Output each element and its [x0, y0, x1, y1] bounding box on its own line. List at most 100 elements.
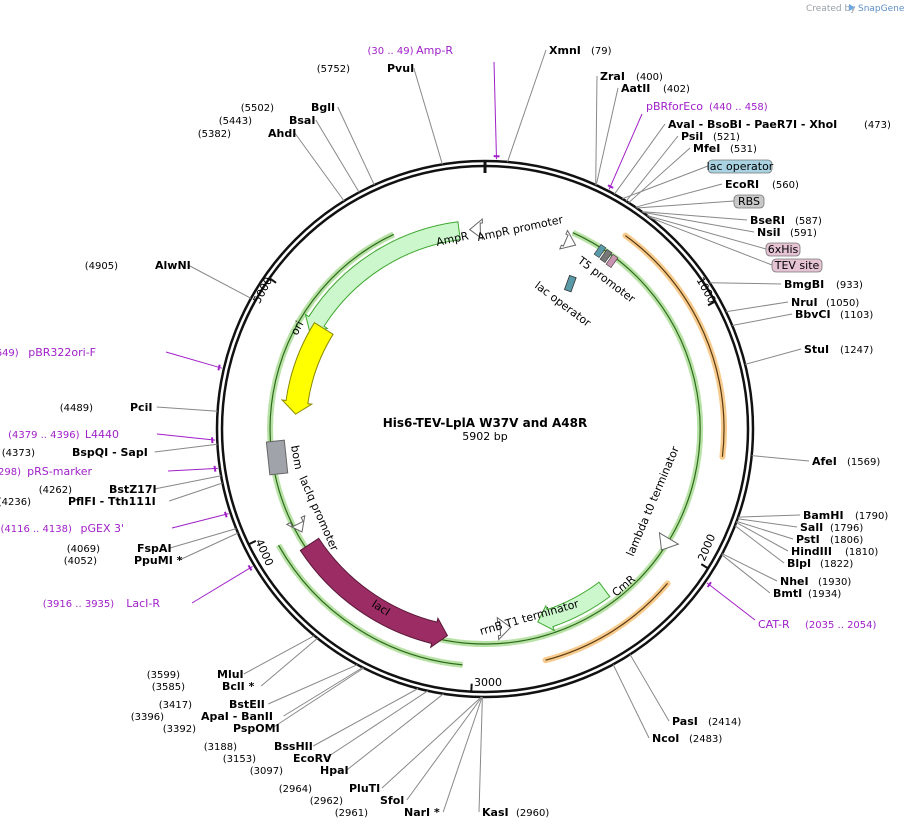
site-pvui[interactable]: PvuI(5752) — [317, 62, 414, 75]
site-leader — [156, 406, 218, 412]
site-ppumi[interactable]: PpuMI *(4052) — [64, 554, 183, 567]
site-bbvci[interactable]: BbvCI(1103) — [795, 308, 873, 321]
badge-box — [707, 159, 773, 174]
site-name: BmgBI — [784, 278, 824, 291]
T5-promoter-arrow[interactable] — [558, 229, 577, 250]
scale-tick — [268, 277, 277, 284]
site-leader — [751, 455, 810, 462]
site-position: (933) — [836, 280, 863, 291]
badge-tev-site[interactable]: TEV site — [771, 258, 823, 273]
site-leader — [346, 693, 444, 771]
site-ncoi[interactable]: NcoI(2483) — [652, 732, 722, 745]
ori-arrow[interactable] — [280, 322, 334, 415]
laci-arrow[interactable] — [299, 537, 449, 649]
insert-element-box — [605, 253, 619, 269]
site-bsai[interactable]: BsaI(5443) — [219, 114, 316, 127]
site-name: PflFI - Tth111I — [68, 495, 156, 508]
primer-range: (3916 .. 3935) — [43, 599, 115, 610]
site-name: MluI — [217, 668, 244, 681]
lac-operator-box[interactable] — [563, 274, 577, 293]
site-pasi[interactable]: PasI(2414) — [672, 715, 741, 728]
site-pcii[interactable]: PciI(4489) — [60, 401, 153, 414]
site-position: (3188) — [204, 742, 237, 753]
site-nsii[interactable]: NsiI(591) — [757, 226, 817, 239]
site-blpi[interactable]: BlpI(1822) — [787, 557, 853, 570]
site-bcli[interactable]: BclI *(3585) — [152, 680, 255, 693]
site-position: (521) — [713, 132, 740, 143]
site-apai-banii[interactable]: ApaI - BanII(3396) — [131, 710, 273, 723]
badge-lac-operator[interactable]: lac operator — [707, 159, 774, 174]
primer-l4440[interactable]: L4440(4379 .. 4396) — [8, 428, 119, 441]
site-sfoi[interactable]: SfoI(2962) — [310, 794, 405, 807]
site-ecorv[interactable]: EcoRV(3153) — [223, 752, 332, 765]
site-leader — [260, 637, 318, 687]
site-bmgbi[interactable]: BmgBI (933) — [784, 278, 863, 291]
site-pflfi-tth111i[interactable]: PflFI - Tth111I(4236) — [0, 495, 156, 508]
rrnb-terminator-arrow[interactable] — [496, 616, 512, 641]
site-hindiii[interactable]: HindIII(1810) — [791, 545, 878, 558]
primer-name: pRS-marker — [27, 465, 92, 478]
site-name: BstEII — [229, 698, 265, 711]
site-bstz17i[interactable]: BstZ17I(4262) — [39, 483, 157, 496]
ampr-promoter-arrow[interactable] — [468, 217, 484, 241]
lambda-terminator-arrow[interactable] — [658, 531, 680, 551]
site-zrai[interactable]: ZraI(400) — [600, 70, 663, 83]
cmr-arrow[interactable] — [537, 581, 611, 632]
site-bspqi-sapi[interactable]: BspQI - SapI(4373) — [2, 446, 148, 459]
badge-box — [765, 242, 801, 257]
site-leader — [738, 514, 801, 518]
primer-pgex-3[interactable]: pGEX 3'(4116 .. 4138) — [0, 522, 124, 535]
primer-pbrforeco[interactable]: pBRforEco(440 .. 458) — [646, 100, 768, 113]
site-bsshii[interactable]: BssHII(3188) — [204, 740, 313, 753]
site-leader — [442, 696, 483, 813]
site-ahdi[interactable]: AhdI(5382) — [198, 127, 297, 140]
primer-pbr322ori-f[interactable]: pBR322ori-F(4630 .. 4649) — [0, 346, 96, 359]
site-psti[interactable]: PstI(1806) — [796, 533, 863, 546]
site-nhei[interactable]: NheI(1930) — [780, 575, 851, 588]
site-sali[interactable]: SalI(1796) — [800, 521, 863, 534]
site-psii[interactable]: PsiI(521) — [681, 130, 740, 143]
site-kasi[interactable]: KasI(2960) — [482, 806, 549, 819]
site-name: XmnI — [549, 44, 581, 57]
site-bamhi[interactable]: BamHI(1790) — [803, 509, 888, 522]
site-aatii[interactable]: AatII(402) — [621, 82, 690, 95]
site-ecori[interactable]: EcoRI(560) — [725, 178, 799, 191]
site-pspomi[interactable]: PspOMI(3392) — [163, 722, 280, 735]
site-xmni[interactable]: XmnI(79) — [549, 44, 612, 57]
primer-amp-r[interactable]: Amp-R(30 .. 49) — [368, 44, 454, 57]
site-bseri[interactable]: BseRI(587) — [750, 214, 822, 227]
primer-leader — [171, 513, 229, 529]
site-alwni[interactable]: AlwNI(4905) — [85, 259, 191, 272]
badge-6xhis[interactable]: 6xHis — [765, 242, 801, 257]
site-mfei[interactable]: MfeI(531) — [693, 142, 757, 155]
site-leader — [337, 106, 375, 186]
primer-laci-r[interactable]: LacI-R(3916 .. 3935) — [43, 597, 161, 610]
site-bmti[interactable]: BmtI(1934) — [773, 587, 841, 600]
snapgene-logo — [849, 4, 855, 11]
site-fspai[interactable]: FspAI(4069) — [67, 542, 172, 555]
site-avai-bsobi-paer7i-xhoi[interactable]: AvaI - BsoBI - PaeR7I - XhoI(473) — [668, 118, 891, 131]
site-position: (5443) — [219, 116, 252, 127]
bom-box[interactable] — [265, 439, 289, 476]
primer-cat-r[interactable]: CAT-R(2035 .. 2054) — [758, 618, 877, 631]
site-mlui[interactable]: MluI(3599) — [147, 668, 244, 681]
badge-leader — [649, 216, 773, 266]
primer-prs-marker[interactable]: pRS-marker(4279 .. 4298) — [0, 465, 92, 478]
site-hpai[interactable]: HpaI(3097) — [250, 764, 349, 777]
site-name: SfoI — [380, 794, 404, 807]
primer-name: Amp-R — [416, 44, 453, 57]
site-bgli[interactable]: BglI(5502) — [241, 101, 335, 114]
site-position: (3417) — [159, 700, 192, 711]
site-afei[interactable]: AfeI(1569) — [812, 455, 880, 468]
site-stui[interactable]: StuI(1247) — [804, 343, 873, 356]
site-bsteii[interactable]: BstEII (3417) — [159, 698, 265, 711]
site-nrui[interactable]: NruI(1050) — [791, 296, 859, 309]
primer-leader — [191, 565, 253, 604]
badge-rbs[interactable]: RBS — [733, 194, 765, 209]
site-nari[interactable]: NarI *(2961) — [335, 806, 440, 819]
site-position: (4489) — [60, 403, 93, 414]
site-leader — [325, 690, 429, 759]
primer-mark — [706, 581, 712, 588]
laciq-promoter-arrow[interactable] — [285, 514, 306, 533]
site-pluti[interactable]: PluTI(2964) — [279, 782, 381, 795]
